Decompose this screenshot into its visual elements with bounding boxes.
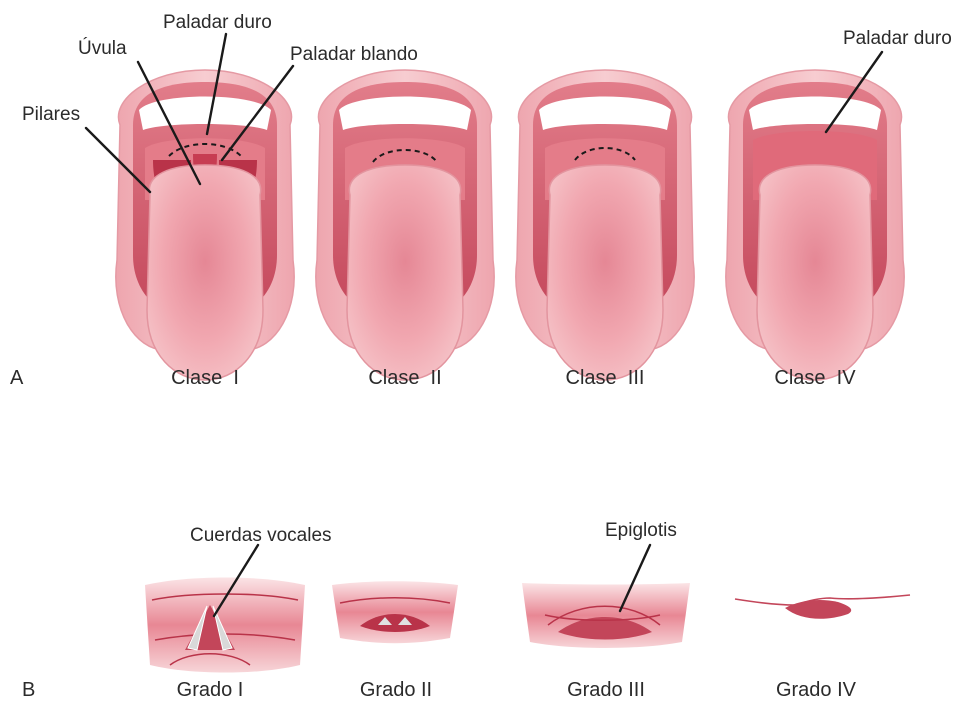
larynx-grade-2 bbox=[332, 581, 458, 643]
label-uvula: Úvula bbox=[78, 37, 127, 59]
caption-class-4: Clase IV bbox=[774, 367, 856, 389]
larynx-grade-1 bbox=[145, 578, 305, 673]
label-epiglotis: Epiglotis bbox=[605, 520, 677, 541]
caption-class-3: Clase III bbox=[566, 367, 645, 389]
mouth-class-1 bbox=[116, 70, 294, 380]
section-label-a: A bbox=[10, 367, 24, 389]
mouth-class-4 bbox=[726, 70, 904, 380]
mouth-class-3 bbox=[516, 70, 694, 380]
caption-grade-3: Grado III bbox=[567, 679, 645, 701]
label-paladar-blando: Paladar blando bbox=[290, 44, 418, 65]
mouth-class-2 bbox=[316, 70, 494, 380]
label-cuerdas-vocales: Cuerdas vocales bbox=[190, 525, 332, 546]
caption-grade-4: Grado IV bbox=[776, 679, 857, 701]
larynx-grade-4 bbox=[735, 595, 910, 619]
caption-grade-1: Grado I bbox=[177, 679, 244, 701]
label-pilares: Pilares bbox=[22, 104, 80, 125]
caption-grade-2: Grado II bbox=[360, 679, 432, 701]
caption-class-1: Clase I bbox=[171, 367, 239, 389]
label-paladar-duro: Paladar duro bbox=[163, 12, 272, 33]
section-label-b: B bbox=[22, 679, 35, 701]
label-paladar-duro-class-4: Paladar duro bbox=[843, 28, 952, 49]
caption-class-2: Clase II bbox=[368, 367, 441, 389]
larynx-grade-3 bbox=[522, 583, 690, 648]
